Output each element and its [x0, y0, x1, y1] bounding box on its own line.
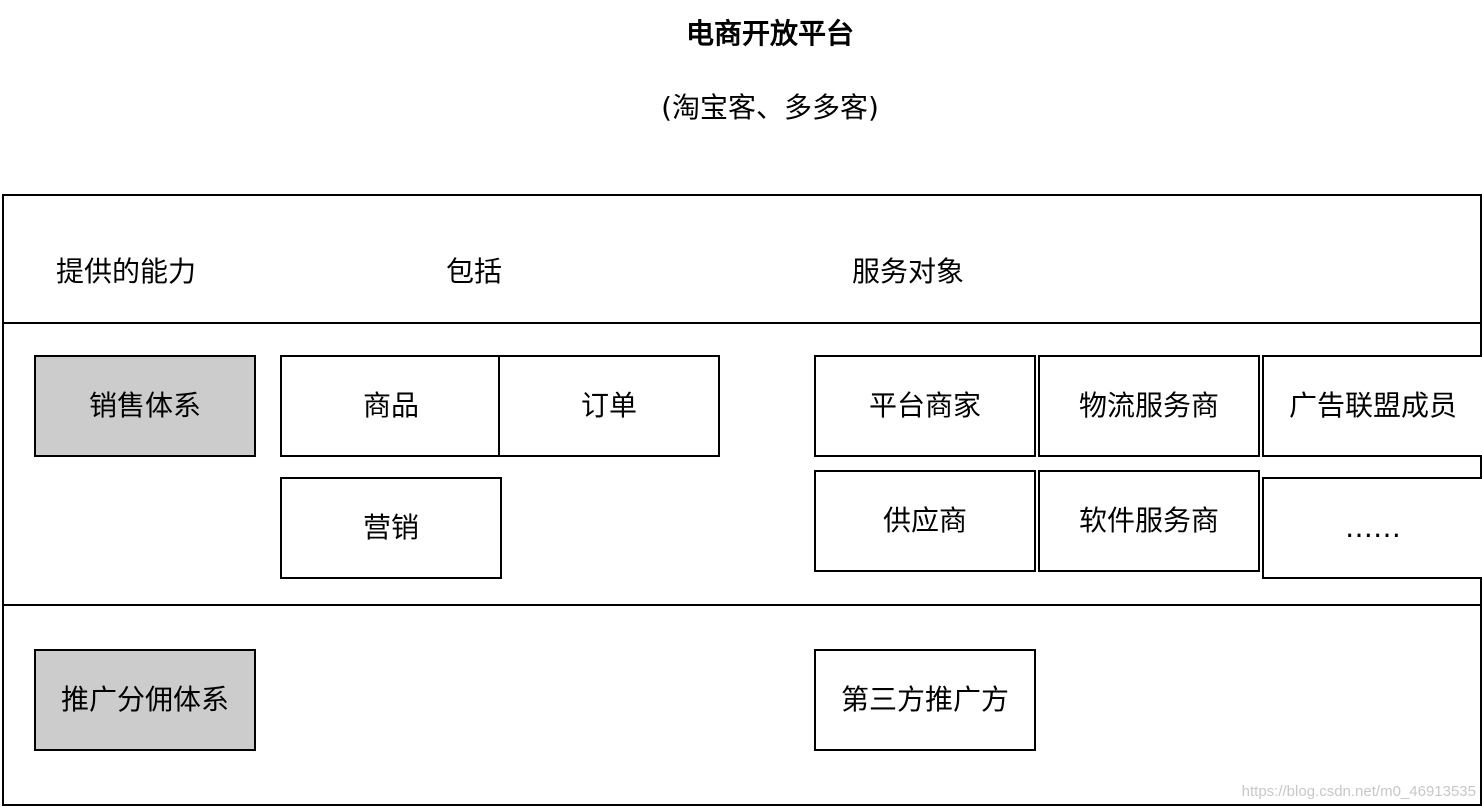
target-logistics-providers: 物流服务商	[1038, 355, 1260, 457]
include-item-label: 营销	[362, 511, 419, 544]
target-ad-alliance-members: 广告联盟成员	[1262, 355, 1482, 457]
target-label: 广告联盟成员	[1288, 389, 1457, 422]
target-label: 第三方推广方	[840, 683, 1009, 716]
capability-promotion-system-label: 推广分佣体系	[60, 683, 229, 716]
target-suppliers: 供应商	[814, 470, 1036, 572]
header-divider	[2, 322, 1480, 324]
target-software-providers: 软件服务商	[1038, 470, 1260, 572]
header-includes: 包括	[446, 255, 503, 288]
row-divider	[2, 604, 1480, 606]
target-label: ……	[1345, 511, 1401, 544]
target-label: 平台商家	[868, 389, 981, 422]
header-capability: 提供的能力	[56, 255, 197, 288]
target-platform-merchants: 平台商家	[814, 355, 1036, 457]
header-service-targets: 服务对象	[852, 255, 965, 288]
target-label: 供应商	[882, 504, 967, 537]
watermark-url: https://blog.csdn.net/m0_46913535	[1241, 783, 1476, 800]
include-item-label: 商品	[362, 389, 419, 422]
target-label: 物流服务商	[1078, 389, 1219, 422]
include-item-label: 订单	[580, 389, 637, 422]
capability-sales-system-label: 销售体系	[88, 389, 201, 422]
include-item-marketing: 营销	[280, 477, 502, 579]
capability-sales-system: 销售体系	[34, 355, 256, 457]
target-more-ellipsis: ……	[1262, 477, 1482, 579]
diagram-title: 电商开放平台	[685, 17, 854, 50]
capability-promotion-system: 推广分佣体系	[34, 649, 256, 751]
target-label: 软件服务商	[1078, 504, 1219, 537]
include-item-goods: 商品	[280, 355, 502, 457]
include-item-orders: 订单	[498, 355, 720, 457]
diagram-subtitle: (淘宝客、多多客)	[661, 91, 879, 124]
target-third-party-promoters: 第三方推广方	[814, 649, 1036, 751]
